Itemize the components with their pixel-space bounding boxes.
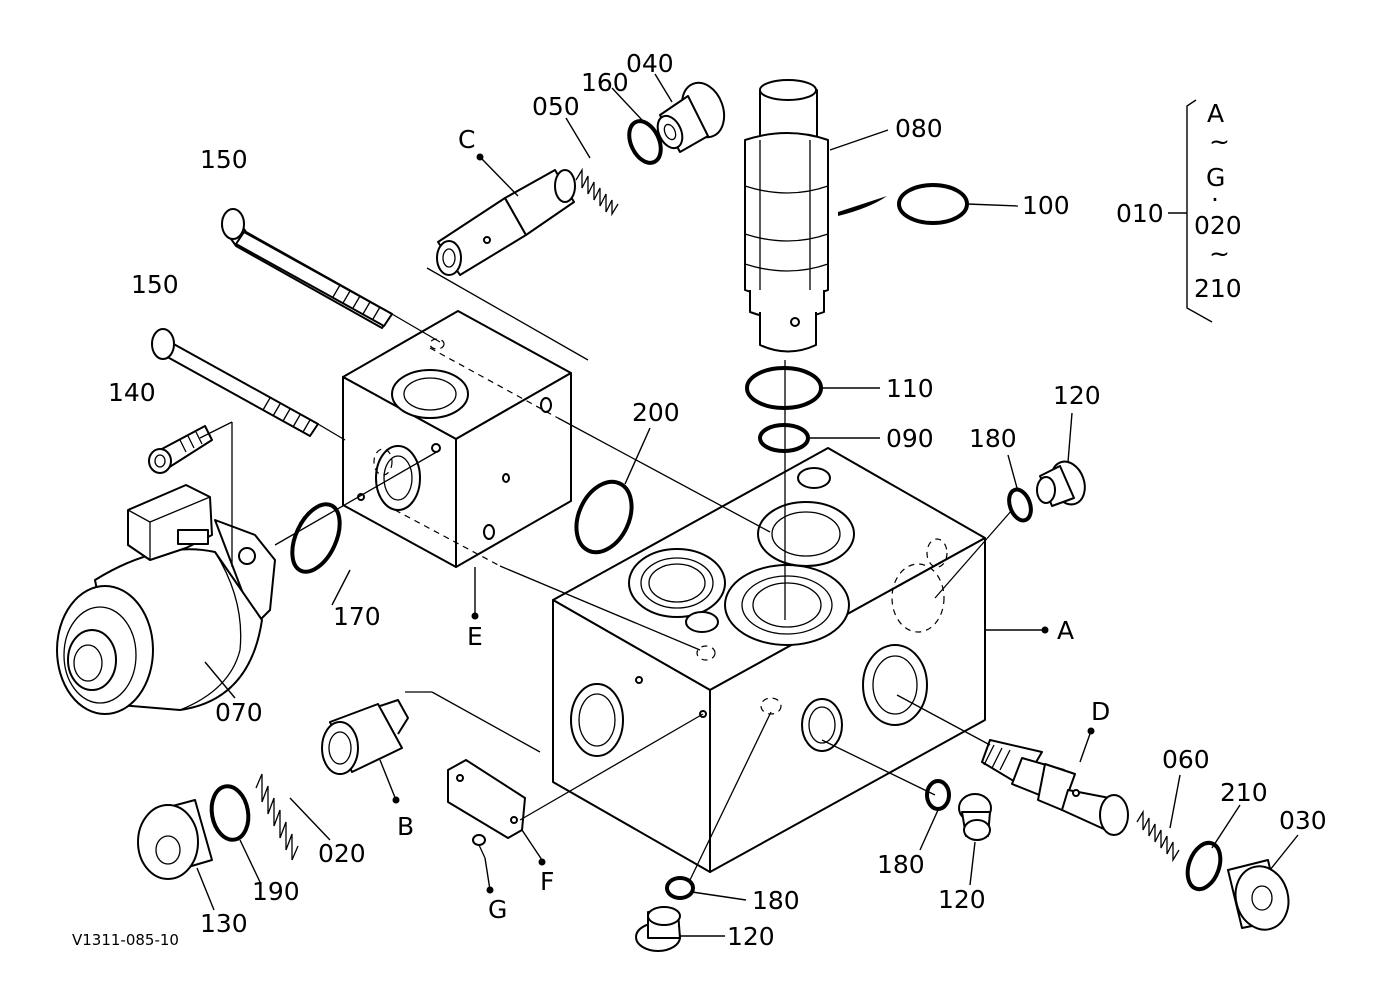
- spring-050: [575, 167, 619, 217]
- callout-120-mid: 120: [938, 885, 986, 914]
- drawing-id: V1311-085-10: [72, 931, 179, 949]
- callout-labels: 040 160 050 C 080 100 150 150 140 110 09…: [108, 49, 1327, 951]
- callout-e: E: [467, 622, 483, 651]
- callout-020: 020: [318, 839, 366, 868]
- plug-040: [656, 81, 726, 153]
- callout-100: 100: [1022, 191, 1070, 220]
- o-ring-180-bottom: [665, 876, 695, 900]
- callout-090: 090: [886, 424, 934, 453]
- callout-080: 080: [895, 114, 943, 143]
- plug-120-mid: [958, 793, 992, 841]
- range-separator: ·: [1211, 185, 1219, 214]
- callout-200: 200: [632, 398, 680, 427]
- callout-130: 130: [200, 909, 248, 938]
- spool-d: [981, 739, 1129, 836]
- bolt-150-upper: [221, 208, 393, 329]
- callout-190: 190: [252, 877, 300, 906]
- assembly-key: 010 A ~ G · 020 ~ 210: [1116, 99, 1242, 303]
- o-ring-210: [1185, 840, 1223, 892]
- callout-210: 210: [1220, 778, 1268, 807]
- plate-f: [447, 759, 526, 839]
- o-ring-160: [627, 119, 663, 165]
- assembly-code: 010: [1116, 199, 1164, 228]
- callout-150-upper: 150: [200, 145, 248, 174]
- callout-170: 170: [333, 602, 381, 631]
- o-ring-200: [574, 479, 634, 555]
- plug-130: [137, 799, 213, 880]
- o-ring-170: [290, 502, 342, 574]
- plug-030: [1227, 859, 1290, 931]
- solenoid-070: [56, 484, 276, 715]
- valve-body-a: [552, 447, 986, 873]
- callout-d: D: [1091, 697, 1110, 726]
- reference-dots: [392, 153, 1095, 894]
- assembly-bracket: [1186, 99, 1213, 323]
- callout-060: 060: [1162, 745, 1210, 774]
- range-lower-start: 020: [1194, 211, 1242, 240]
- callout-120-right: 120: [1053, 381, 1101, 410]
- callout-110: 110: [886, 374, 934, 403]
- callout-f: F: [540, 867, 554, 896]
- callout-a: A: [1057, 616, 1074, 645]
- spring-060: [1136, 809, 1180, 863]
- range-lower-tilde: ~: [1209, 239, 1230, 268]
- callout-180-mid: 180: [877, 850, 925, 879]
- callout-040: 040: [626, 49, 674, 78]
- callout-030: 030: [1279, 806, 1327, 835]
- bolt-150-lower: [151, 328, 319, 437]
- range-upper-start: A: [1207, 99, 1224, 128]
- callout-120-bottom: 120: [727, 922, 775, 951]
- o-ring-090: [758, 423, 810, 453]
- callout-b: B: [397, 812, 414, 841]
- range-upper-end: G: [1206, 163, 1225, 192]
- leader-lines: [196, 73, 1299, 937]
- cartridge-valve-080: [744, 79, 887, 353]
- callout-c: C: [458, 125, 475, 154]
- callout-140: 140: [108, 378, 156, 407]
- range-lower-end: 210: [1194, 274, 1242, 303]
- o-ring-180-mid: [925, 779, 951, 811]
- plug-120-right: [1036, 460, 1086, 507]
- callout-g: G: [488, 895, 507, 924]
- cap-screw-140: [148, 425, 213, 474]
- callout-150-lower: 150: [131, 270, 179, 299]
- o-ring-180-right: [1007, 487, 1033, 523]
- o-ring-110: [745, 366, 823, 410]
- callout-070: 070: [215, 698, 263, 727]
- o-ring-190: [209, 784, 251, 842]
- callout-180-right: 180: [969, 424, 1017, 453]
- spring-020: [255, 773, 299, 861]
- callout-160: 160: [581, 68, 629, 97]
- plug-120-bottom: [635, 906, 681, 952]
- screw-g: [472, 834, 486, 859]
- range-upper-tilde: ~: [1209, 127, 1230, 156]
- callout-050: 050: [532, 92, 580, 121]
- spool-c: [436, 169, 576, 276]
- block-e: [342, 310, 572, 568]
- spool-b: [321, 699, 409, 775]
- o-ring-100: [897, 183, 969, 225]
- callout-180-bottom: 180: [752, 886, 800, 915]
